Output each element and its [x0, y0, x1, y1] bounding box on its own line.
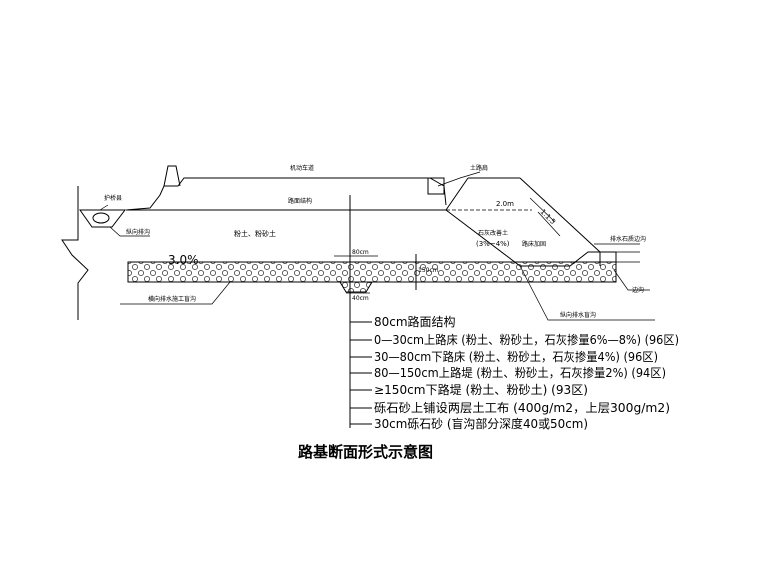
gravel-blind-ditch — [339, 281, 373, 293]
left-curb — [163, 165, 181, 187]
legend-leader-bars — [350, 321, 372, 425]
label-width-40: 40cm — [352, 295, 369, 302]
right-end-ditch — [600, 251, 617, 263]
legend-item: 80—150cm上路堤 (粉土、粉砂土，石灰掺量2%) (94区) — [374, 365, 666, 380]
left-leader-blind — [120, 281, 231, 305]
label-soil-type: 粉土、粉砂土 — [234, 229, 276, 238]
gravel-layer — [127, 261, 617, 283]
label-shoulder-width: 2.0m — [496, 200, 514, 208]
label-depth: 150cm — [418, 267, 439, 274]
legend: 80cm路面结构 0—30cm上路床 (粉土、粉砂土，石灰掺量6%—8%) (9… — [374, 314, 679, 431]
left-leader-ditch — [109, 226, 150, 237]
slope-outer — [519, 177, 601, 253]
label-lime-soil: 石灰改善土 — [478, 229, 508, 237]
legend-item: ≥150cm下路堤 (粉土、粉砂土) (93区) — [374, 382, 588, 397]
label-right-side-ditch: 排水石质边沟 — [610, 235, 646, 243]
label-right-2: 纵向排水盲沟 — [560, 311, 596, 319]
label-longitudinal-ditch: 纵向排沟 — [126, 228, 150, 236]
top-leader — [437, 171, 481, 187]
left-ditch-outline — [79, 209, 127, 228]
legend-item: 砾石砂上铺设两层土工布 (400g/m2，上层300g/m2) — [374, 401, 670, 415]
guardrail-leader — [99, 204, 109, 211]
diagram-title: 路基断面形式示意图 — [298, 443, 433, 461]
left-drain-pipe — [92, 212, 110, 224]
label-slope-ratio: 1:1.5 — [539, 208, 557, 226]
label-lime-range: (3%~4%) — [476, 240, 510, 248]
label-right-3: 边沟 — [632, 286, 644, 294]
legend-item: 0—30cm上路床 (粉土、粉砂土，石灰掺量6%—8%) (96区) — [374, 332, 679, 347]
left-ground-line — [61, 186, 89, 320]
embankment-top-surface — [125, 177, 447, 211]
label-slope-percent: 3.0% — [168, 253, 199, 267]
legend-item: 30cm砾石砂 (盲沟部分深度40或50cm) — [374, 416, 588, 431]
label-guardrail: 护桥县 — [104, 194, 122, 202]
label-road-surface: 路面结构 — [288, 197, 312, 205]
right-leader-3 — [613, 269, 650, 291]
label-width-80: 80cm — [352, 249, 369, 256]
label-lime-suffix: 路床加固 — [522, 240, 546, 248]
label-motor-lane: 机动车道 — [290, 164, 314, 172]
middle-curb — [427, 177, 445, 195]
slope-hatch-2 — [537, 211, 561, 237]
label-blind-ditch: 横向排水施工盲沟 — [148, 295, 196, 303]
right-leader — [519, 265, 655, 321]
legend-item: 30—80cm下路床 (粉土、粉砂土，石灰掺量4%) (96区) — [374, 349, 658, 364]
legend-item: 80cm路面结构 — [374, 314, 456, 329]
right-side-lines — [616, 251, 640, 263]
label-top-road-line: 土路肩 — [470, 164, 488, 172]
slope-hatch — [529, 197, 556, 223]
right-slope — [445, 177, 601, 267]
